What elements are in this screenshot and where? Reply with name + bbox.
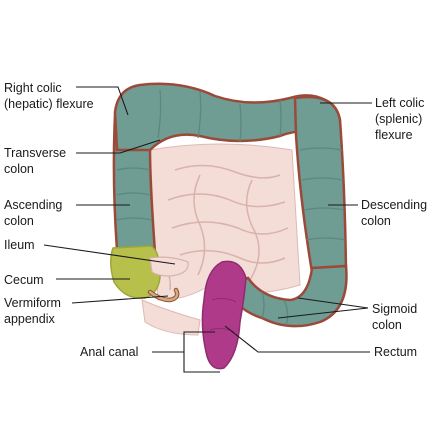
label-descending-colon-line2: colon xyxy=(361,214,391,228)
label-right-colic-flexure-line2: (hepatic) flexure xyxy=(4,97,94,111)
leader-lines-right xyxy=(224,102,372,353)
label-ascending-colon-line2: colon xyxy=(4,214,34,228)
label-anal-canal: Anal canal xyxy=(80,345,138,359)
label-vermiform-appendix-line2: appendix xyxy=(4,312,55,326)
label-sigmoid-colon-line1: Sigmoid xyxy=(372,302,417,316)
label-right-colic-flexure-line1: Right colic xyxy=(4,81,62,95)
label-transverse-colon-line1: Transverse xyxy=(4,146,66,160)
label-left-colic-flexure-line1: Left colic xyxy=(375,96,424,110)
label-descending-colon-line1: Descending xyxy=(361,198,427,212)
label-left-colic-flexure-line2: (splenic) xyxy=(375,112,422,126)
rectum xyxy=(201,260,247,370)
leader-lines-left xyxy=(43,86,176,304)
colon xyxy=(112,82,348,328)
label-rectum: Rectum xyxy=(374,345,417,359)
label-left-colic-flexure-line3: flexure xyxy=(375,128,413,142)
label-vermiform-appendix-line1: Vermiform xyxy=(4,296,61,310)
label-ileum: Ileum xyxy=(4,238,35,252)
label-cecum: Cecum xyxy=(4,273,44,287)
label-ascending-colon-line1: Ascending xyxy=(4,198,62,212)
ileum xyxy=(149,256,189,277)
label-transverse-colon-line2: colon xyxy=(4,162,34,176)
label-sigmoid-colon-line2: colon xyxy=(372,318,402,332)
